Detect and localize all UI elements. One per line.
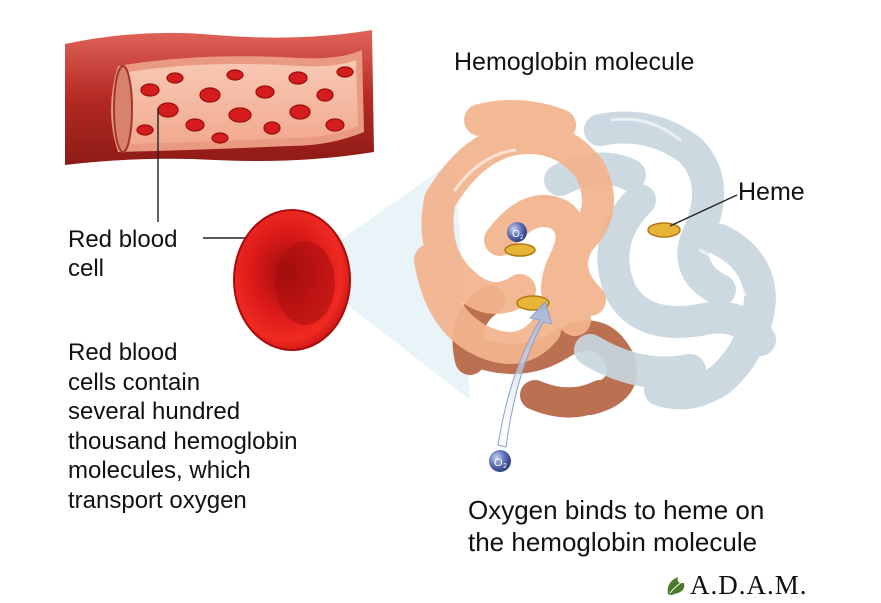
- heme-label: Heme: [738, 178, 805, 206]
- red-blood-cell: [233, 209, 351, 351]
- hemoglobin-molecule: [414, 100, 776, 418]
- heme-pointer-line: [669, 194, 738, 227]
- oxygen-caption: Oxygen binds to heme on the hemoglobin m…: [468, 495, 765, 557]
- svg-text:O: O: [512, 229, 520, 240]
- vessel-blood-cells: [136, 66, 354, 144]
- svg-text:2: 2: [520, 235, 524, 241]
- description-text: Red blood cells contain several hundred …: [68, 339, 298, 514]
- leaf-icon: [667, 576, 685, 595]
- bound-oxygen-icon: O 2: [507, 222, 527, 242]
- oxygen-molecule-icon: O 2: [489, 450, 511, 472]
- logo-text: A.D.A.M.: [690, 570, 808, 600]
- hemoglobin-title: Hemoglobin molecule: [454, 48, 695, 76]
- svg-text:2: 2: [503, 463, 507, 470]
- red-blood-cell-label: Red blood cell: [68, 226, 178, 282]
- blood-vessel: [65, 30, 374, 165]
- oxygen-arrow: [497, 301, 553, 448]
- heme-groups: [504, 222, 681, 311]
- adam-logo: A.D.A.M.: [664, 570, 808, 601]
- svg-text:O: O: [494, 457, 503, 469]
